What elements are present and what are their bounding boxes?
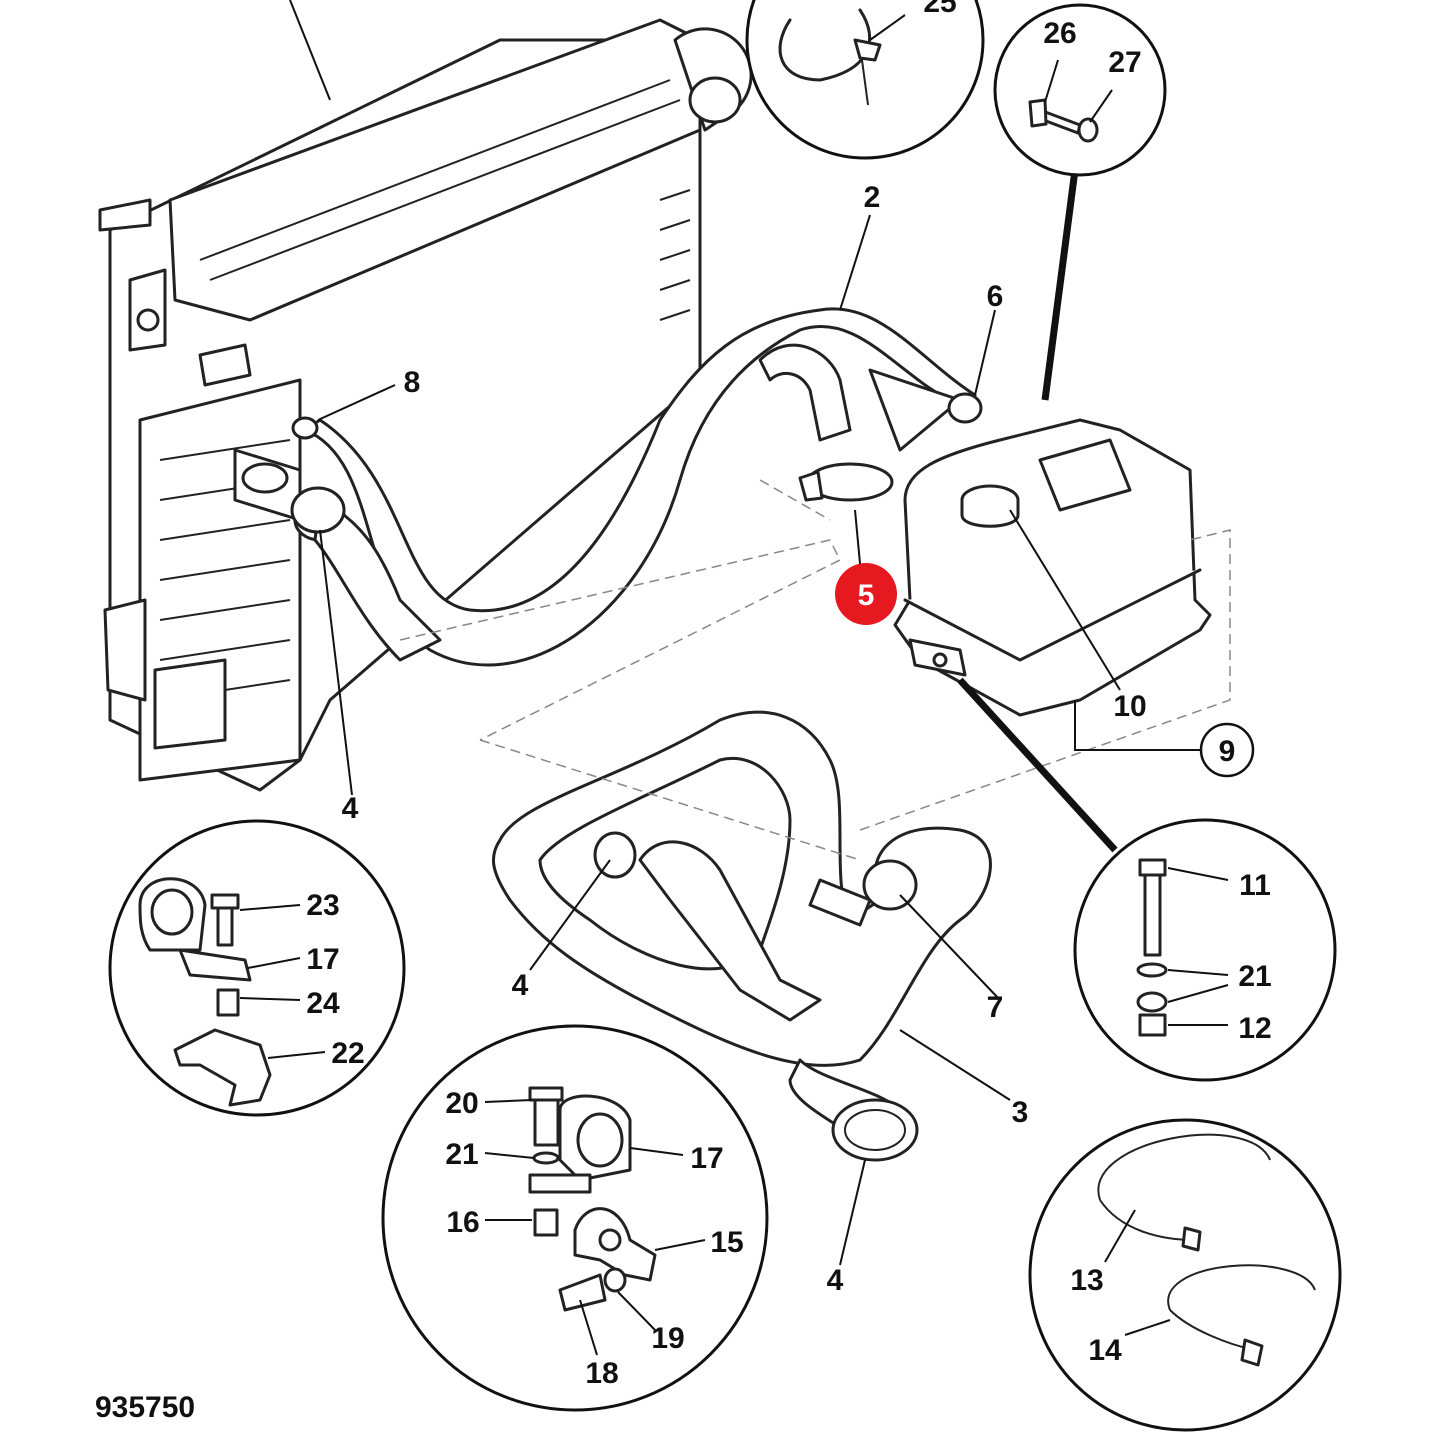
detail-26-27 bbox=[993, 3, 1167, 177]
callout-21-bottom[interactable]: 21 bbox=[445, 1138, 478, 1171]
callout-17-bottom[interactable]: 17 bbox=[690, 1142, 723, 1175]
drawing-reference-number: 935750 bbox=[95, 1391, 195, 1424]
callout-7[interactable]: 7 bbox=[987, 991, 1004, 1024]
callout-4-middle[interactable]: 4 bbox=[512, 969, 529, 1002]
callout-15[interactable]: 15 bbox=[710, 1226, 743, 1259]
callout-20[interactable]: 20 bbox=[445, 1087, 478, 1120]
lower-hose bbox=[491, 710, 992, 1142]
upper-hose bbox=[293, 307, 977, 667]
hose-clip-6 bbox=[947, 392, 983, 424]
callout-8[interactable]: 8 bbox=[404, 366, 421, 399]
callout-10[interactable]: 10 bbox=[1113, 690, 1146, 723]
callout-21-right[interactable]: 21 bbox=[1238, 960, 1271, 993]
callout-4-upper[interactable]: 4 bbox=[342, 792, 359, 825]
hose-clamp-4c bbox=[831, 1098, 919, 1162]
callout-2[interactable]: 2 bbox=[864, 181, 881, 214]
detail-25 bbox=[745, 0, 985, 160]
callout-12[interactable]: 12 bbox=[1238, 1012, 1271, 1045]
callout-13[interactable]: 13 bbox=[1070, 1264, 1103, 1297]
detail-11-12-21 bbox=[1073, 818, 1337, 1082]
callout-24[interactable]: 24 bbox=[306, 987, 340, 1020]
callout-22[interactable]: 22 bbox=[331, 1037, 364, 1070]
callout-23[interactable]: 23 bbox=[306, 889, 339, 922]
callout-19[interactable]: 19 bbox=[651, 1322, 684, 1355]
callout-25[interactable]: 25 bbox=[923, 0, 956, 19]
detail-15-21 bbox=[381, 1024, 769, 1412]
callout-18[interactable]: 18 bbox=[585, 1357, 618, 1390]
callout-9-ring bbox=[1199, 722, 1255, 778]
callout-3[interactable]: 3 bbox=[1012, 1096, 1029, 1129]
callout-26[interactable]: 26 bbox=[1043, 17, 1076, 50]
callout-5[interactable]: 5 bbox=[858, 579, 875, 612]
hose-clip-8 bbox=[291, 416, 319, 440]
callout-17-left[interactable]: 17 bbox=[306, 943, 339, 976]
detail-13-14 bbox=[1028, 1118, 1342, 1432]
radiator bbox=[98, 18, 753, 792]
callout-27[interactable]: 27 bbox=[1108, 46, 1141, 79]
callout-9[interactable]: 9 bbox=[1219, 735, 1236, 768]
hose-clamp-5 bbox=[798, 462, 894, 502]
highlight-marker-5[interactable] bbox=[835, 563, 897, 625]
detail-17-22-23-24 bbox=[108, 819, 406, 1117]
callout-labels: 2 3 4 4 4 5 6 7 8 9 10 11 12 13 14 15 16… bbox=[306, 0, 1271, 1390]
callout-4-lower[interactable]: 4 bbox=[827, 1264, 844, 1297]
callout-14[interactable]: 14 bbox=[1088, 1334, 1122, 1367]
callout-6[interactable]: 6 bbox=[987, 280, 1004, 313]
hose-clamp-4a bbox=[290, 486, 346, 534]
callout-11[interactable]: 11 bbox=[1239, 869, 1271, 902]
hose-clamp-4b bbox=[593, 831, 637, 879]
locator-lines bbox=[399, 479, 1231, 861]
hose-clamp-7 bbox=[862, 859, 918, 911]
callout-16[interactable]: 16 bbox=[446, 1206, 479, 1239]
expansion-tank bbox=[893, 418, 1212, 717]
